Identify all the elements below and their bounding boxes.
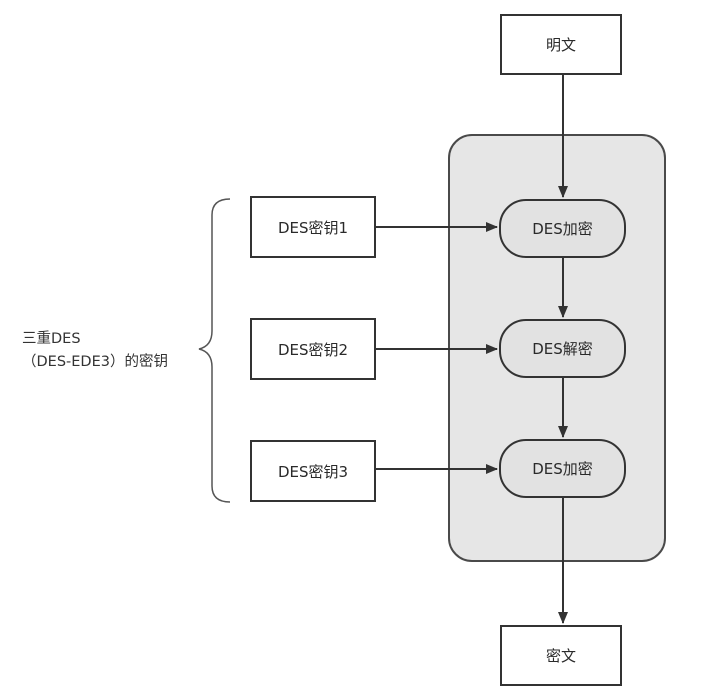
key-group-label: 三重DES （DES-EDE3）的密钥: [22, 328, 202, 374]
key-group-label-line1: 三重DES: [22, 331, 81, 347]
des-key3-label: DES密钥3: [277, 462, 349, 481]
ciphertext-label: 密文: [545, 647, 576, 665]
des-decrypt-step2-label: DES解密: [532, 340, 593, 358]
key-group-brace: [198, 198, 231, 503]
des-encrypt-step1-label: DES加密: [532, 220, 593, 238]
plaintext-label: 明文: [545, 36, 576, 54]
des-key1-label: DES密钥1: [277, 218, 349, 237]
plaintext-box: 明文: [500, 14, 622, 75]
des-encrypt-step3: DES加密: [499, 439, 626, 498]
des-key3-box: DES密钥3: [250, 440, 376, 502]
des-decrypt-step2: DES解密: [499, 319, 626, 378]
des-key1-box: DES密钥1: [250, 196, 376, 258]
des-encrypt-step1: DES加密: [499, 199, 626, 258]
key-group-label-line2: （DES-EDE3）的密钥: [22, 354, 168, 370]
ciphertext-box: 密文: [500, 625, 622, 686]
des-key2-box: DES密钥2: [250, 318, 376, 380]
des-encrypt-step3-label: DES加密: [532, 460, 593, 478]
des-key2-label: DES密钥2: [277, 340, 349, 359]
